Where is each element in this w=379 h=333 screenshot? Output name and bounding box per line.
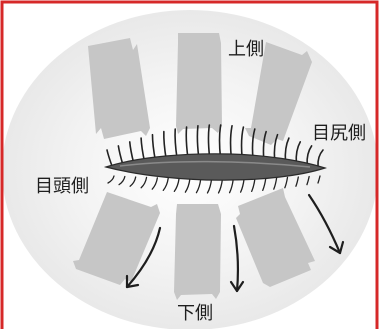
tape-upper-right [245,42,312,145]
lower-lash [284,176,289,189]
arrow-lower-left [125,226,162,289]
lash-line [103,153,327,181]
tape-lower-center [174,204,221,300]
arrow-lower-center [229,224,245,293]
label-inner-corner: 目頭側 [35,176,89,197]
tape-lower-left [73,192,160,285]
arrow-lower-right [307,193,345,255]
tape-lower-right [236,188,315,287]
lower-lash [306,175,310,186]
lash-line-highlight [119,160,311,168]
lower-lash [295,176,299,187]
lower-lash [118,175,126,186]
label-lower-side: 下側 [177,303,213,324]
lower-lash [317,175,321,184]
lower-lash [273,177,278,190]
upper-lash [106,149,113,167]
tape-upper-center [176,33,222,134]
pull-direction-arrows [125,193,345,293]
lower-lash [162,177,169,192]
lower-lash [262,177,267,192]
lower-lash [129,176,137,187]
lower-lash [151,177,159,190]
label-outer-corner: 目尻側 [312,123,366,144]
label-upper-side: 上側 [228,39,264,60]
lower-lash [173,177,180,193]
upper-lash [317,149,324,167]
lower-lash [107,175,115,184]
tape-upper-left [88,38,150,139]
lower-lash [140,176,148,189]
lower-lash [184,178,191,193]
